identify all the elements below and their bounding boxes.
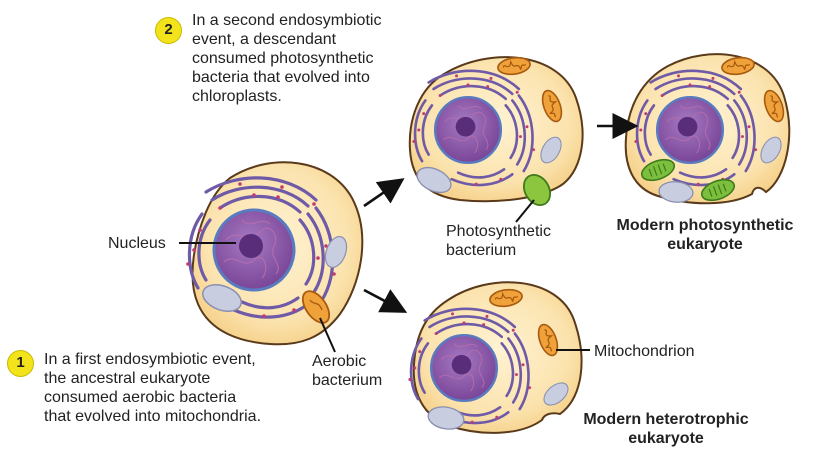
arrow-to-heterotrophic — [363, 288, 408, 313]
modern-heterotrophic-cell — [407, 281, 583, 434]
step-1-badge: 1 — [7, 350, 34, 377]
photosynthetic-bacterium-leader — [515, 199, 535, 223]
aerobic-bacterium-label: Aerobic bacterium — [312, 353, 383, 389]
ancestral-eukaryote-cell — [184, 161, 364, 346]
aerobic-bacterium-leader — [319, 317, 336, 353]
descendant-cell-photosynthetic-uptake — [408, 54, 584, 206]
modern-photosynthetic-eukaryote-title: Modern photosynthetic eukaryote — [616, 217, 794, 253]
step-2-badge: 2 — [155, 17, 182, 44]
process-arrows — [363, 113, 639, 313]
arrow-to-photosynthetic-uptake — [363, 178, 405, 208]
photosynthetic-bacterium-label: Photosynthetic bacterium — [446, 223, 551, 259]
aerobic-bacterium-shape — [301, 290, 331, 324]
mitochondrion-label: Mitochondrion — [594, 343, 695, 360]
nucleus-label: Nucleus — [108, 235, 166, 252]
photosynthetic-bacterium-shape — [522, 174, 552, 206]
step-2-caption: In a second endosymbiotic event, a desce… — [192, 12, 382, 105]
modern-heterotrophic-eukaryote-title: Modern heterotrophic eukaryote — [583, 411, 749, 447]
step-1-caption: In a first endosymbiotic event, the ance… — [44, 351, 262, 425]
leader-lines — [179, 199, 590, 353]
modern-photosynthetic-cell — [624, 53, 791, 206]
